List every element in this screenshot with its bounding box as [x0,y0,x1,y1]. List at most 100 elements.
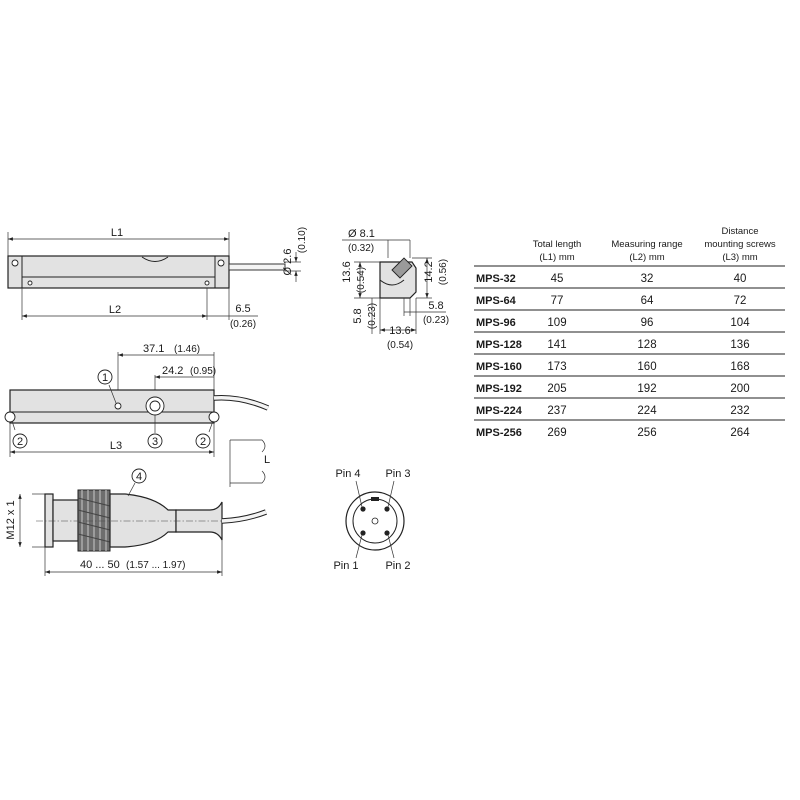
pin-3-label: Pin 3 [385,468,410,480]
d4050-inch-label: (1.57 ... 1.97) [126,560,185,571]
header-range-line1: Measuring range [611,239,682,250]
d65-label: 6.5 [235,303,250,315]
d58-label: 5.8 [352,308,364,323]
pin-1-contact [360,530,366,536]
end-view: Ø 8.1 (0.32) 13.6 (0.54) 14.2 (0.56) 5.8… [341,228,449,351]
table-row-model: MPS-64 [476,295,517,307]
table-row-model: MPS-192 [476,383,522,395]
table-cell-l3: 72 [734,295,747,307]
dia81-label: Ø 8.1 [348,228,375,240]
callout-2b [195,433,211,449]
table-row-model: MPS-224 [476,405,523,417]
callout-4-leader [127,482,136,497]
table-cell-l2: 160 [637,361,656,373]
callout-2b-leader [208,420,214,433]
pin-2-label: Pin 2 [385,560,410,572]
l2-label: L2 [109,304,121,316]
d136-inch-label: (0.54) [356,267,367,293]
table-cell-l3: 104 [730,317,750,329]
table-cell-l3: 264 [730,427,750,439]
pin-2-leader [387,534,395,559]
table-row-model: MPS-32 [476,273,516,285]
header-total-line1: Total length [533,239,582,250]
mark-dot-left [27,280,33,286]
pin-1-label: Pin 1 [333,560,358,572]
table-cell-l1: 45 [551,273,564,285]
connector-neck [52,499,79,542]
table-cell-l3: 232 [730,405,749,417]
pin-2-contact [384,530,390,536]
callout-4-label: 4 [136,471,142,483]
table-cell-l1: 109 [547,317,566,329]
cable-front-inner [213,395,269,410]
header-screws-line1: Distance [722,226,759,237]
d58-inch-label: (0.23) [367,303,378,329]
callout-3-label: 3 [152,436,158,448]
callout-2b-label: 2 [200,436,206,448]
table-cell-l1: 205 [547,383,566,395]
callout-4 [131,468,147,484]
header-total-line2: (L1) mm [539,252,574,263]
table-cell-l1: 77 [551,295,564,307]
d136-label: 13.6 [341,261,353,282]
d58r-inch-label: (0.23) [423,315,449,326]
d136b-label: 13.6 [389,325,410,337]
callout-1 [97,369,113,385]
cable-top [228,263,286,271]
pin-1-leader [355,534,363,559]
table-row-model: MPS-128 [476,339,522,351]
table-cell-l2: 32 [641,273,654,285]
connector-face [44,493,54,548]
d142-label: 14.2 [423,261,435,282]
table-cell-l1: 141 [547,339,566,351]
pin-4-label: Pin 4 [335,468,360,480]
pin-center [371,517,379,525]
dia26-inch-label: (0.10) [297,227,308,253]
knurl-cross [77,497,111,543]
l-label: L [264,454,270,466]
table-cell-l2: 128 [637,339,656,351]
table-row-model: MPS-160 [476,361,522,373]
callout-2a [12,433,28,449]
body-bump [141,256,169,262]
sensor-body-top [7,255,230,289]
connector-cable-inner [221,510,267,523]
l-cable-top [230,439,266,453]
screw-hole-top-right [217,259,225,267]
screw-front-left [4,411,16,423]
d142-inch-label: (0.56) [438,259,449,285]
table-cell-l2: 96 [641,317,654,329]
callout-3 [147,433,163,449]
table-cell-l2: 192 [637,383,656,395]
table-cell-l1: 269 [547,427,566,439]
l3-label: L3 [110,440,122,452]
d58r-label: 5.8 [428,300,443,312]
screw-hole-top-left [11,259,19,267]
sensor-body-front [9,389,215,424]
table-cell-l1: 237 [547,405,566,417]
pin-4-leader [355,480,363,508]
pin-3-leader [387,480,395,508]
callout-1-leader [108,384,117,404]
connector-view: M12 x 1 4 40 ... 50 (1.57 ... 1.97) [5,468,267,576]
callout-2a-label: 2 [17,436,23,448]
table-cell-l3: 200 [730,383,749,395]
screw-front-right [208,411,220,423]
knurl-lines [81,490,107,551]
mark-dot-right [204,280,210,286]
table-cell-l2: 64 [641,295,654,307]
table-cell-l3: 40 [734,273,747,285]
front-view: 37.1 (1.46) 24.2 (0.95) 1 2 3 2 [4,343,270,487]
connector-socket-inner [149,400,161,412]
d136b-inch-label: (0.54) [387,340,413,351]
table-cell-l1: 173 [547,361,566,373]
indicator-led [114,402,122,410]
dia26-label: Ø 2.6 [282,249,294,276]
table-cell-l2: 224 [637,405,657,417]
dimension-table: Total length (L1) mm Measuring range (L2… [474,226,785,439]
table-cell-l3: 168 [730,361,749,373]
table-cell-l2: 256 [637,427,656,439]
pin-key [371,497,379,501]
